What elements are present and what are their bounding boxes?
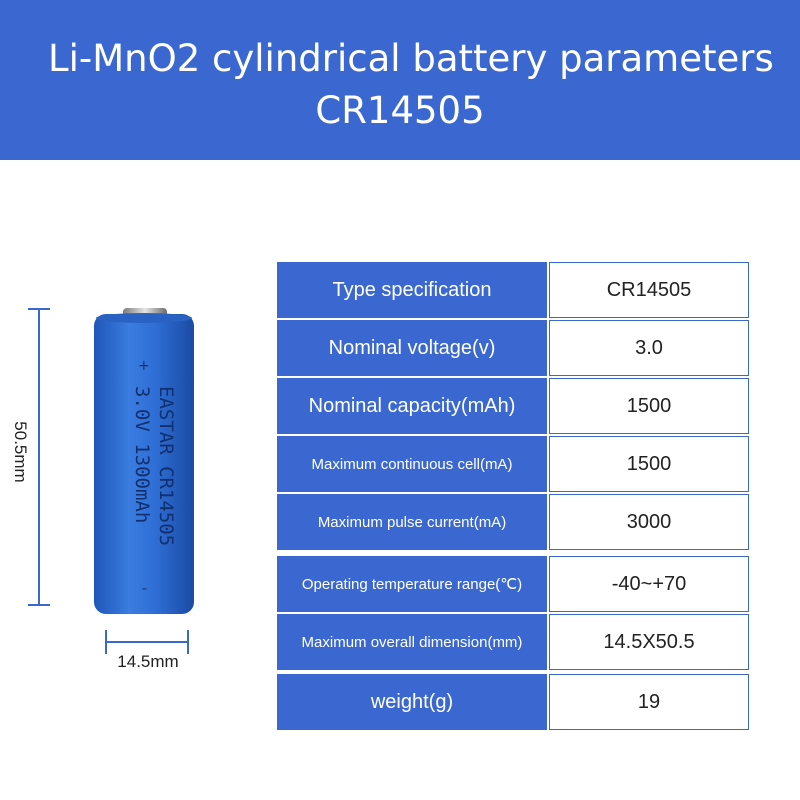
height-dimension-cap-bottom — [28, 604, 50, 606]
height-dimension-line — [38, 309, 40, 606]
table-row: Operating temperature range(℃) -40~+70 — [277, 556, 749, 612]
table-row: Maximum pulse current(mA) 3000 — [277, 494, 749, 550]
spec-label: Maximum overall dimension(mm) — [277, 614, 547, 670]
spec-value: 19 — [549, 674, 749, 730]
spec-value: 3.0 — [549, 320, 749, 376]
spec-value: 3000 — [549, 494, 749, 550]
table-row: Type specification CR14505 — [277, 262, 749, 318]
battery-minus-mark: - — [142, 581, 147, 597]
page-subtitle-model: CR14505 — [315, 89, 485, 132]
header-banner: Li-MnO2 cylindrical battery parameters C… — [0, 0, 800, 160]
battery-label-line1: EASTAR CR14505 — [155, 386, 177, 546]
spec-label: Maximum pulse current(mA) — [277, 494, 547, 550]
spec-label: Nominal capacity(mAh) — [277, 378, 547, 434]
spec-value: 1500 — [549, 378, 749, 434]
width-dimension-label: 14.5mm — [117, 652, 179, 671]
table-row: Nominal voltage(v) 3.0 — [277, 320, 749, 376]
width-dimension-line — [106, 641, 188, 643]
battery-label-line2: 3.0V 1300mAh — [131, 386, 153, 523]
spec-label: Maximum continuous cell(mA) — [277, 436, 547, 492]
battery-top-rim — [96, 313, 192, 323]
spec-label: Type specification — [277, 262, 547, 318]
page-title: Li-MnO2 cylindrical battery parameters — [48, 37, 774, 80]
table-row: weight(g) 19 — [277, 674, 749, 730]
height-dimension-label: 50.5mm — [11, 421, 30, 483]
table-row: Nominal capacity(mAh) 1500 — [277, 378, 749, 434]
width-dimension-cap-left — [105, 630, 107, 654]
width-dimension-cap-right — [187, 630, 189, 654]
spec-value: -40~+70 — [549, 556, 749, 612]
battery-plus-mark: + — [138, 358, 150, 374]
height-dimension-cap-top — [28, 308, 50, 310]
spec-label: Nominal voltage(v) — [277, 320, 547, 376]
spec-label: weight(g) — [277, 674, 547, 730]
table-row: Maximum continuous cell(mA) 1500 — [277, 436, 749, 492]
spec-value: CR14505 — [549, 262, 749, 318]
battery-image: EASTAR CR14505 3.0V 1300mAh + - — [94, 308, 194, 614]
spec-value: 14.5X50.5 — [549, 614, 749, 670]
spec-value: 1500 — [549, 436, 749, 492]
table-row: Maximum overall dimension(mm) 14.5X50.5 — [277, 614, 749, 670]
spec-label: Operating temperature range(℃) — [277, 556, 547, 612]
battery-body — [94, 314, 194, 614]
